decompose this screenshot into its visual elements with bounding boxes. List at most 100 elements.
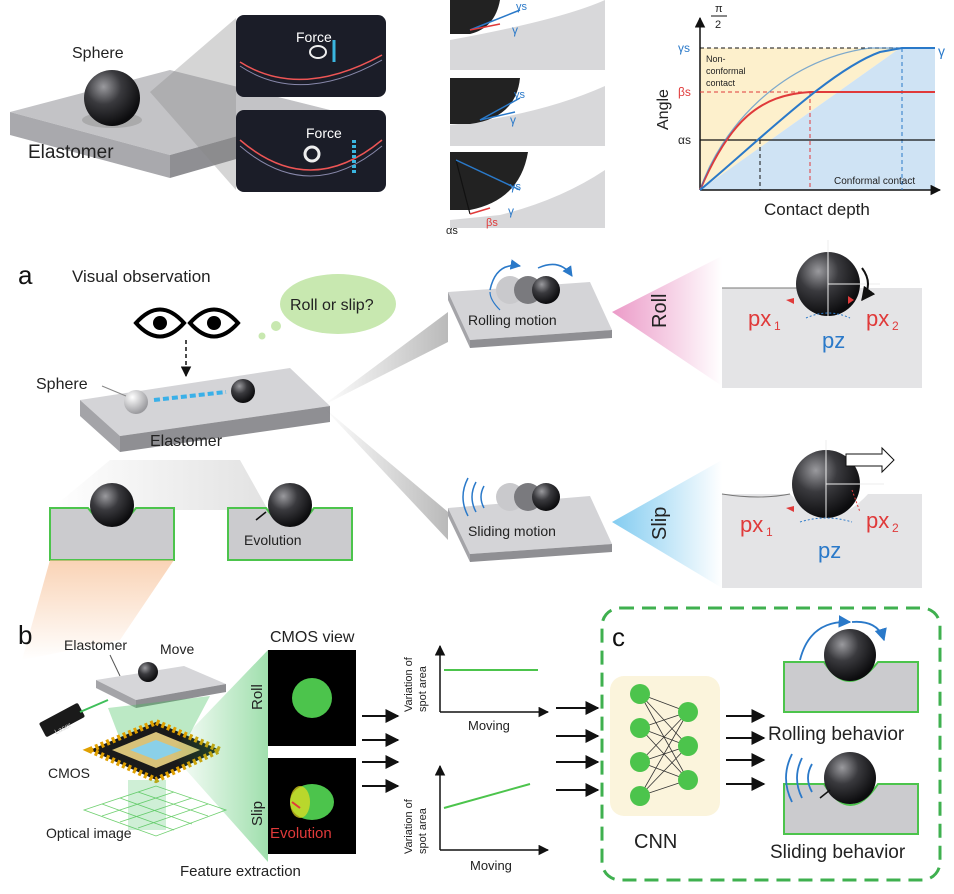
roll-px2-sub: 2 xyxy=(892,319,899,333)
eyes-icon xyxy=(133,307,241,339)
graph-y-top-num: π xyxy=(715,3,723,15)
slip-force-diagram: px 1 px 2 pz xyxy=(721,440,922,588)
thought-bubble: Roll or slip? xyxy=(258,274,396,340)
slip-px1-label: px xyxy=(740,512,763,537)
sliding-motion-slab: Sliding motion xyxy=(448,477,612,562)
feature-extraction-label: Feature extraction xyxy=(180,863,301,880)
gamma-label-1: γ xyxy=(512,23,518,37)
graph-nonconformal-line1: Non- xyxy=(706,54,726,64)
roll-px1-label: px xyxy=(748,306,771,331)
roll-plot-ylabel-1: Variation of xyxy=(403,656,415,712)
visual-observation-label: Visual observation xyxy=(72,267,211,286)
roll-label: Roll xyxy=(649,294,671,328)
panel-a-sphere-label: Sphere xyxy=(36,376,88,393)
cmos-evolution-label: Evolution xyxy=(270,825,332,842)
gamma-label-3: γ xyxy=(508,204,514,218)
sliding-motion-label: Sliding motion xyxy=(468,523,556,539)
panel-b-letter: b xyxy=(18,620,32,650)
slip-px2-sub: 2 xyxy=(892,521,899,535)
panel-b: b Elastomer Move Laser CMOS xyxy=(18,560,600,880)
roll-px1-sub: 1 xyxy=(774,319,781,333)
graph-gamma-label: γ xyxy=(938,43,945,59)
cnn-network-icon xyxy=(610,676,720,816)
cross-section-evolution: Evolution xyxy=(227,483,353,561)
graph-nonconformal-line3: contact xyxy=(706,78,736,88)
top-sphere-label: Sphere xyxy=(72,45,124,62)
sliding-behavior-label: Sliding behavior xyxy=(770,842,906,863)
contact-angle-panel-2: γs γ xyxy=(450,78,605,146)
force-photo-1: Force xyxy=(236,15,386,97)
roll-plot-xlabel: Moving xyxy=(468,718,510,733)
slip-px1-sub: 1 xyxy=(766,525,773,539)
panel-a: a Visual observation Roll or slip? Spher… xyxy=(18,240,922,588)
roll-px2-label: px xyxy=(866,306,889,331)
gamma-label-2: γ xyxy=(510,113,516,127)
slip-plot-xlabel: Moving xyxy=(470,858,512,873)
panel-c-letter: c xyxy=(612,622,625,652)
force-label-2: Force xyxy=(306,125,342,141)
sliding-behavior-icon xyxy=(783,752,919,835)
force-label-1: Force xyxy=(296,29,332,45)
slip-pz-label: pz xyxy=(818,538,841,563)
gamma-s-label-2: γs xyxy=(514,89,526,101)
graph-beta-s-label: βs xyxy=(678,85,691,99)
panel-a-elastomer-label: Elastomer xyxy=(150,433,223,450)
slip-plot-ylabel-1: Variation of xyxy=(403,798,415,854)
cnn-output-arrows xyxy=(726,709,766,791)
optical-image-label: Optical image xyxy=(46,825,132,841)
top-sphere-icon xyxy=(84,70,140,126)
angle-depth-graph: π 2 Angle Contact depth γs βs αs γ Non- … xyxy=(655,3,945,219)
slip-plot-ylabel-2: spot area xyxy=(417,807,429,854)
sphere-dark-icon xyxy=(231,379,255,403)
cnn-label: CNN xyxy=(634,831,677,853)
graph-nonconformal-line2: conformal xyxy=(706,66,746,76)
graph-y-top-den: 2 xyxy=(715,19,721,31)
cmos-to-plot-arrows xyxy=(362,709,400,793)
slip-beam xyxy=(612,460,722,588)
panel-c: c CNN xyxy=(600,606,942,882)
slip-spot-area-line xyxy=(443,783,531,809)
panel-a-letter: a xyxy=(18,260,33,290)
panel-a-elastomer-slab xyxy=(80,368,330,452)
graph-ylabel: Angle xyxy=(655,89,672,130)
graph-conformal-label: Conformal contact xyxy=(834,176,915,187)
top-strip: Sphere Elastomer Force Force xyxy=(10,0,945,237)
rolling-motion-slab: Rolling motion xyxy=(448,259,612,348)
sphere-light-icon xyxy=(124,390,148,414)
cmos-view-roll xyxy=(268,650,356,746)
gamma-s-label-3: γs xyxy=(510,181,522,193)
beta-s-label: βs xyxy=(486,217,498,229)
rolling-behavior-label: Rolling behavior xyxy=(768,724,905,745)
laser-icon: Laser xyxy=(39,699,109,737)
rolling-motion-label: Rolling motion xyxy=(468,312,557,328)
panel-b-elastomer-label: Elastomer xyxy=(64,637,127,653)
slip-px2-label: px xyxy=(866,508,889,533)
rolling-behavior-icon xyxy=(783,615,919,713)
slip-label: Slip xyxy=(649,507,671,540)
graph-xlabel: Contact depth xyxy=(764,200,870,219)
optical-image-grid xyxy=(82,785,228,837)
cmos-view-slip xyxy=(268,758,356,854)
cmos-view-label: CMOS view xyxy=(270,629,355,646)
gamma-s-label-1: γs xyxy=(516,1,528,13)
roll-pz-label: pz xyxy=(822,328,845,353)
cmos-roll-label: Roll xyxy=(249,684,266,710)
panel-b-move-label: Move xyxy=(160,641,194,657)
roll-spot-area-plot: Variation of spot area Moving xyxy=(403,644,550,733)
cross-section-static xyxy=(49,483,175,561)
panel-a-evolution-label: Evolution xyxy=(244,532,302,548)
contact-angle-panel-3: γs γ βs αs xyxy=(446,152,605,237)
roll-plot-ylabel-2: spot area xyxy=(417,665,429,712)
roll-or-slip-label: Roll or slip? xyxy=(290,297,374,314)
cmos-slip-label: Slip xyxy=(249,801,266,826)
panel-b-elastomer xyxy=(96,662,226,708)
cmos-label: CMOS xyxy=(48,765,90,781)
graph-gamma-s-label: γs xyxy=(678,41,690,55)
plot-to-cnn-arrows xyxy=(556,701,600,797)
top-elastomer-label: Elastomer xyxy=(28,142,114,163)
slip-spot-area-plot: Variation of spot area Moving xyxy=(403,764,550,873)
graph-alpha-s-label: αs xyxy=(678,133,691,147)
force-photo-2: Force xyxy=(236,110,386,192)
